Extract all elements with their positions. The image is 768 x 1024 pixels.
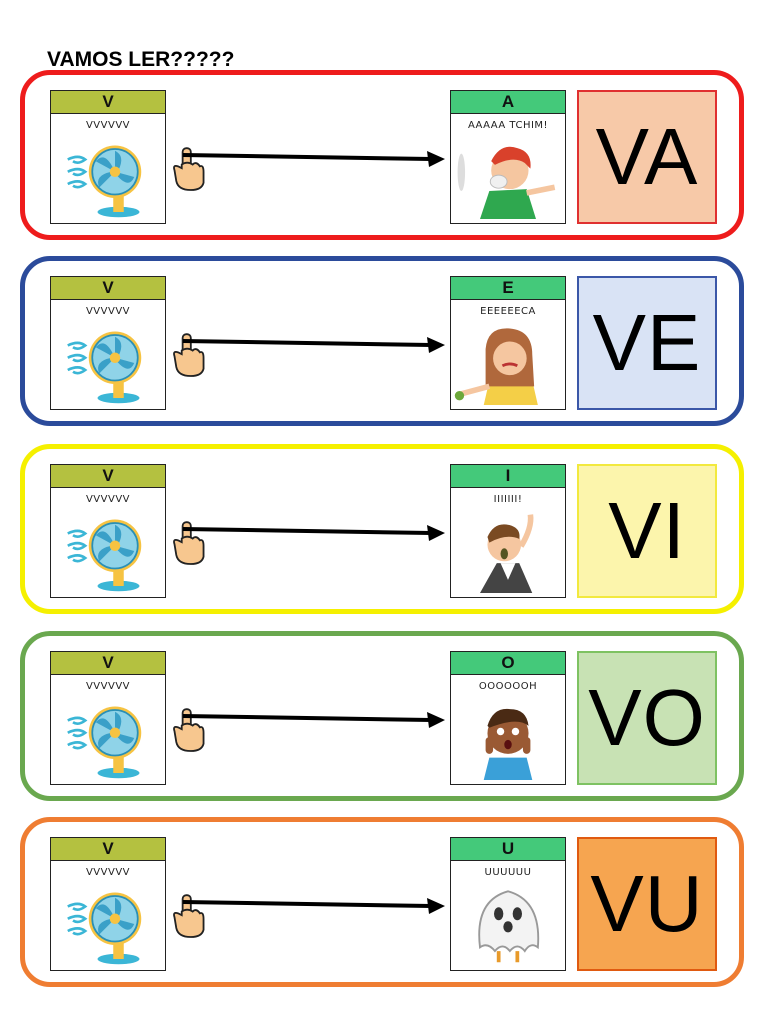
syllable-box: VO <box>577 651 717 785</box>
letter-card-header: A <box>451 91 565 114</box>
letter-sound: VVVVVV <box>85 681 131 692</box>
page-title: VAMOS LER????? <box>47 48 235 71</box>
letter-card-header: V <box>51 465 165 488</box>
ghost-icon <box>451 882 565 966</box>
arrow-icon <box>181 894 445 914</box>
syllable-box: VU <box>577 837 717 971</box>
surprised-boy-icon <box>451 696 565 780</box>
scared-man-icon <box>451 509 565 593</box>
sneezing-boy-icon <box>451 135 565 219</box>
letter-card-header: U <box>451 838 565 861</box>
arrow-icon <box>181 333 445 353</box>
letter-card-vowel: A AAAAA TCHIM! <box>450 90 566 224</box>
disgusted-girl-icon <box>451 321 565 405</box>
letter-card-header: V <box>51 838 165 861</box>
letter-card-header: V <box>51 652 165 675</box>
fan-icon <box>51 321 165 405</box>
letter-card-vowel: E EEEEEECA <box>450 276 566 410</box>
fan-icon <box>51 135 165 219</box>
arrow-icon <box>181 521 445 541</box>
letter-sound: VVVVVV <box>85 867 131 878</box>
letter-card-header: E <box>451 277 565 300</box>
letter-card-header: V <box>51 91 165 114</box>
syllable-box: VE <box>577 276 717 410</box>
arrow-icon <box>181 708 445 728</box>
fan-icon <box>51 696 165 780</box>
letter-card-header: O <box>451 652 565 675</box>
letter-sound: VVVVVV <box>85 306 131 317</box>
letter-card-header: V <box>51 277 165 300</box>
letter-card-vowel: O OOOOOOH <box>450 651 566 785</box>
syllable-box: VA <box>577 90 717 224</box>
letter-card-vowel: I IIIIIII! <box>450 464 566 598</box>
letter-sound: VVVVVV <box>85 494 131 505</box>
letter-sound: AAAAA TCHIM! <box>467 120 549 131</box>
letter-sound: VVVVVV <box>85 120 131 131</box>
letter-sound: IIIIIII! <box>493 494 523 505</box>
arrow-icon <box>181 147 445 167</box>
letter-card-header: I <box>451 465 565 488</box>
letter-sound: OOOOOOH <box>478 681 538 692</box>
fan-icon <box>51 882 165 966</box>
syllable-box: VI <box>577 464 717 598</box>
fan-icon <box>51 509 165 593</box>
letter-sound: EEEEEECA <box>480 306 536 317</box>
letter-sound: UUUUUU <box>484 867 532 878</box>
